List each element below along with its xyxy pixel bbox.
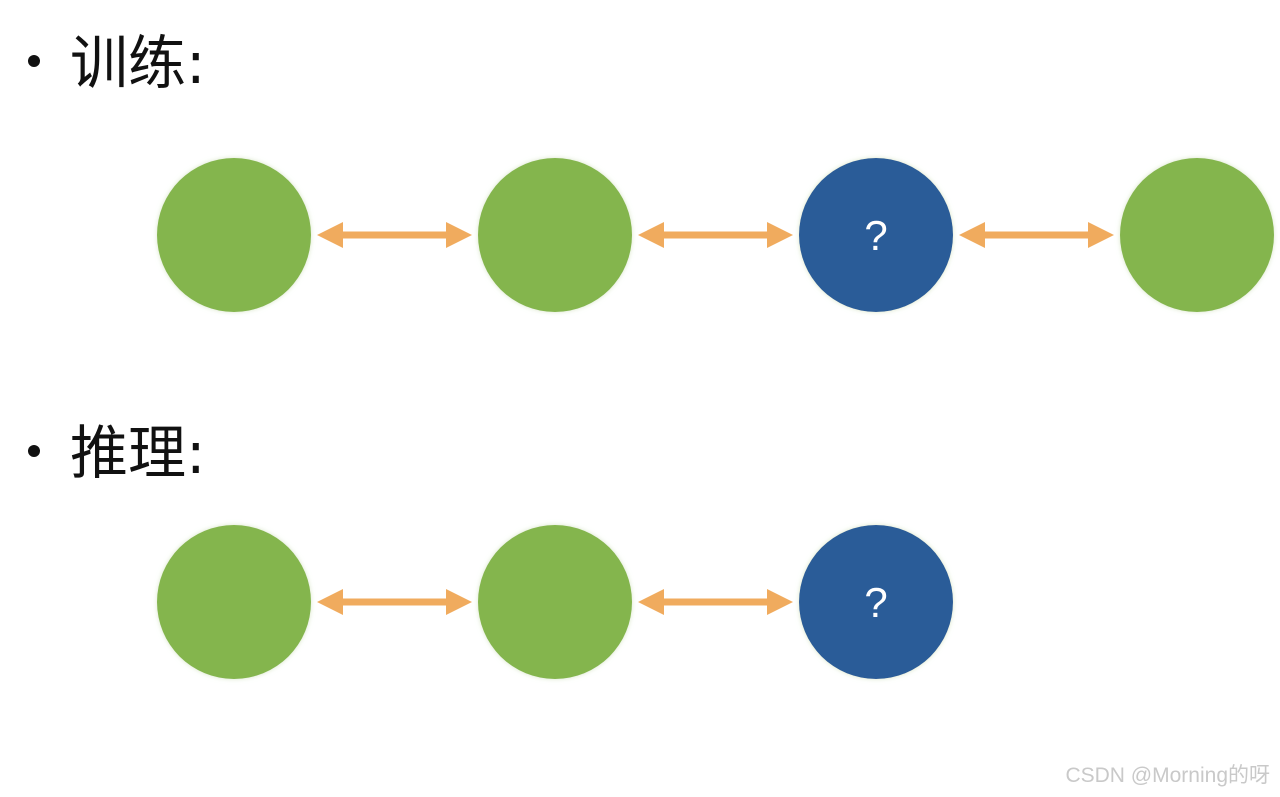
infer-sequence-row: ? (157, 525, 953, 679)
node-circle (157, 525, 311, 679)
bidirectional-arrow-icon (959, 222, 1114, 248)
node-circle (799, 525, 953, 679)
bidirectional-arrow-icon (638, 222, 793, 248)
known-node (478, 525, 632, 679)
arrow-shape (959, 222, 1114, 248)
train-sequence-row: ? (157, 158, 1274, 312)
section-title-train-text: 训练: (70, 29, 206, 97)
known-node (157, 158, 311, 312)
section-title-infer-text: 推理: (70, 419, 206, 487)
bidirectional-arrow-icon (317, 222, 472, 248)
section-title-infer: 推理: (28, 424, 206, 482)
arrow-shape (317, 222, 472, 248)
known-node (1120, 158, 1274, 312)
arrow-shape (638, 222, 793, 248)
known-node (157, 525, 311, 679)
bullet-icon (28, 54, 40, 67)
bidirectional-arrow-icon (638, 589, 793, 615)
arrow-shape (317, 589, 472, 615)
node-circle (799, 158, 953, 312)
watermark: CSDN @Morning的呀 (1065, 764, 1270, 787)
bullet-icon (28, 444, 40, 457)
node-label: ? (864, 212, 887, 259)
node-circle (478, 525, 632, 679)
node-circle (1120, 158, 1274, 312)
node-circle (478, 158, 632, 312)
arrow-shape (638, 589, 793, 615)
section-title-train: 训练: (28, 34, 206, 92)
node-label: ? (864, 579, 887, 626)
unknown-node: ? (799, 158, 953, 312)
bidirectional-arrow-icon (317, 589, 472, 615)
known-node (478, 158, 632, 312)
unknown-node: ? (799, 525, 953, 679)
node-circle (157, 158, 311, 312)
